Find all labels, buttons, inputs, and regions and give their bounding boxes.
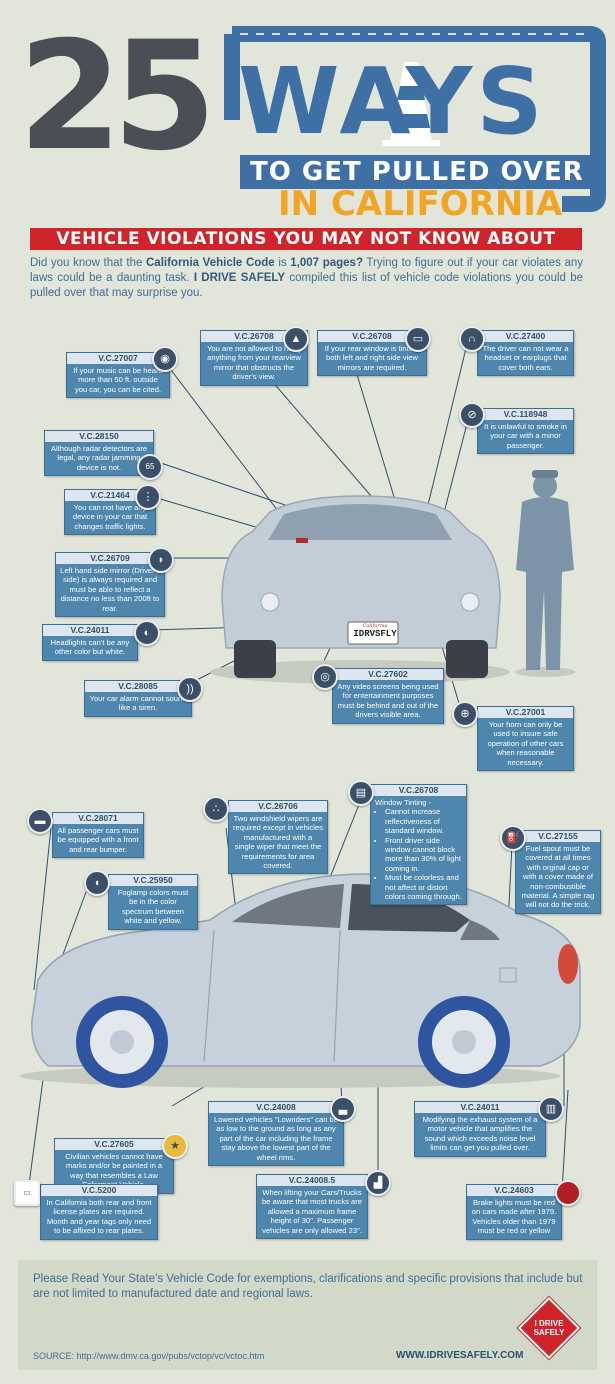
tint-icon: ▤ bbox=[348, 780, 374, 806]
speed-limit-icon: 65 bbox=[137, 454, 163, 480]
source-link[interactable]: SOURCE: http://www.dmv.ca.gov/pubs/vctop… bbox=[33, 1351, 265, 1361]
license-plate-icon: ▭ bbox=[14, 1180, 40, 1206]
speaker-icon: ◉ bbox=[152, 346, 178, 372]
fuel-pump-icon: ⛽ bbox=[500, 825, 526, 851]
side-car-scene bbox=[20, 801, 581, 1193]
mirror-icon: ▭ bbox=[405, 326, 431, 352]
rear-car-scene bbox=[149, 339, 575, 711]
traffic-light-icon: ⋮ bbox=[135, 484, 161, 510]
eye-icon: ◎ bbox=[312, 664, 338, 690]
steering-wheel-icon: ⊕ bbox=[452, 701, 478, 727]
header-ways: WAYS bbox=[238, 48, 547, 155]
air-freshener-icon: ▲ bbox=[283, 326, 309, 352]
plate-text: IDRVSFLY bbox=[353, 629, 397, 639]
intro-text: Did you know that the California Vehicle… bbox=[30, 257, 584, 299]
road-frame bbox=[232, 26, 606, 212]
car-icon: ▬ bbox=[27, 808, 53, 834]
footer-note: Please Read Your State's Vehicle Code fo… bbox=[33, 1273, 583, 1300]
headlight-icon: ◐ bbox=[134, 620, 160, 646]
alarm-icon: )) bbox=[177, 676, 203, 702]
header-graphic bbox=[224, 26, 606, 212]
plate-state: California bbox=[362, 623, 388, 629]
rain-icon: ∴ bbox=[203, 796, 229, 822]
header-line1: TO GET PULLED OVER bbox=[240, 155, 594, 189]
header-line2: IN CALIFORNIA bbox=[278, 184, 563, 224]
police-officer bbox=[515, 470, 575, 677]
lowrider-icon: ▃ bbox=[330, 1096, 356, 1122]
footer bbox=[18, 1260, 597, 1370]
violation-26708-window-tinting: V.C.26708 Window Tinting - Cannot increa… bbox=[370, 784, 467, 906]
headphones-icon: ∩ bbox=[459, 326, 485, 352]
header-number: 25 bbox=[18, 10, 217, 184]
website-link[interactable]: WWW.IDRIVESAFELY.COM bbox=[396, 1350, 524, 1361]
star-icon: ★ bbox=[162, 1133, 188, 1159]
side-mirror-icon: ◗ bbox=[148, 547, 174, 573]
no-smoking-icon: ⊘ bbox=[459, 402, 485, 428]
foglamp-icon: ◖ bbox=[84, 870, 110, 896]
brake-light-icon bbox=[555, 1180, 581, 1206]
subtitle-banner: VEHICLE VIOLATIONS YOU MAY NOT KNOW ABOU… bbox=[30, 228, 582, 250]
lifted-truck-icon: ▟ bbox=[365, 1170, 391, 1196]
exhaust-icon: ▥ bbox=[538, 1096, 564, 1122]
